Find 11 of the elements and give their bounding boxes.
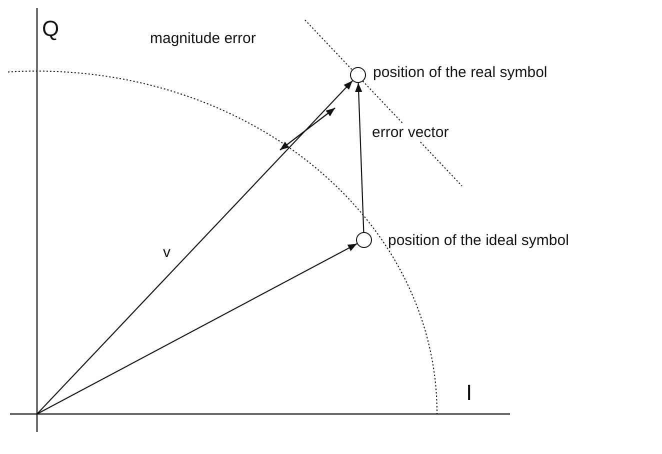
symbol-circle: [350, 67, 366, 83]
dimension-label: magnitude error: [150, 30, 256, 47]
symbol-label: position of the real symbol: [373, 64, 548, 81]
symbol-circle: [356, 232, 372, 248]
arrow: [355, 82, 364, 232]
symbol-label: position of the ideal symbol: [388, 232, 569, 249]
arrow: [36, 243, 358, 414]
axis-label: Q: [42, 16, 60, 42]
arrow: [36, 80, 353, 414]
axis-label: I: [466, 380, 472, 406]
edge-label: error vector: [372, 124, 449, 141]
